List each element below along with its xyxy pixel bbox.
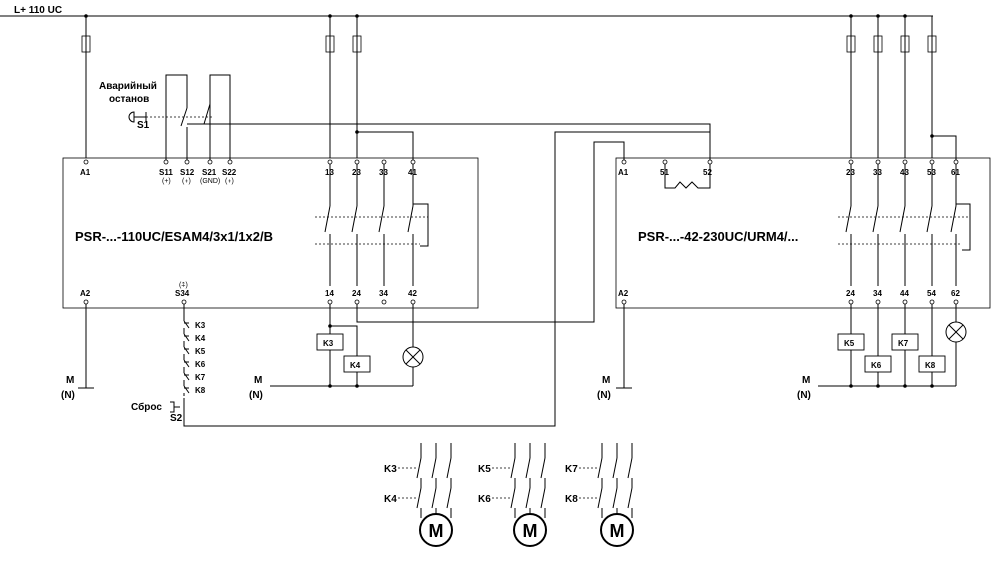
chain-contact-k8: K8 — [183, 383, 206, 396]
chain-contact-k4: K4 — [183, 331, 206, 344]
ground-2-n: (N) — [249, 390, 263, 401]
device1-relay: PSR-...-110UC/ESAM4/3x1/1x2/B A1 S11 S12… — [62, 157, 479, 309]
chain-label-k5: K5 — [195, 347, 206, 356]
d1-sub-s21: (GND) — [200, 178, 220, 185]
d1-term-a2: A2 — [80, 289, 91, 298]
d1-outputs: K3 K4 — [270, 304, 424, 388]
estop-s1: Аварийный останов S1 — [99, 74, 231, 160]
supply-label: L+ 110 UC — [14, 5, 62, 16]
chain-contact-k3: K3 — [183, 318, 206, 331]
d1-term-s11: S11 — [159, 168, 173, 177]
motor-2-symbol — [513, 513, 547, 547]
d2-term-a1: A1 — [618, 168, 629, 177]
motor-3-lower-label: K8 — [565, 494, 578, 505]
motor-3-upper-label: K7 — [565, 464, 578, 475]
wire-53-61 — [932, 135, 957, 160]
d2-term-a2: A2 — [618, 289, 629, 298]
chain-label-k3: K3 — [195, 321, 206, 330]
motor-3-letter: M — [610, 521, 625, 541]
d1-term-14: 14 — [325, 289, 334, 298]
d1-term-s34: S34 — [175, 289, 190, 298]
d2-contacts — [838, 164, 971, 286]
chain-contact-k7: K7 — [183, 370, 206, 383]
grounds: M (N) M (N) M (N) M (N) — [61, 304, 811, 401]
motor-1-letter: M — [429, 521, 444, 541]
reset-label: Сброс — [131, 401, 162, 413]
chain-label-k4: K4 — [195, 334, 206, 343]
wire-reset-return — [183, 131, 710, 427]
d2-outputs: K5 K6 K7 K8 — [818, 304, 967, 388]
coil-k3-label: K3 — [323, 339, 334, 348]
ground-3-n: (N) — [597, 390, 611, 401]
coil-k4-label: K4 — [350, 361, 361, 370]
device2-relay: PSR-...-42-230UC/URM4/... A1 51 52 23 33… — [615, 157, 991, 309]
d1-sub-s11: (+) — [162, 178, 171, 185]
chain-label-k6: K6 — [195, 360, 206, 369]
chain-contact-k5: K5 — [183, 344, 206, 357]
d1-term-24: 24 — [352, 289, 361, 298]
reset-name: S2 — [170, 413, 183, 424]
estop-label-1: Аварийный — [99, 81, 157, 92]
d1-term-s22: S22 — [222, 168, 237, 177]
device1-name: PSR-...-110UC/ESAM4/3x1/1x2/B — [75, 229, 273, 244]
wire-s12-to-52 — [187, 123, 711, 160]
motor-2-upper-label: K5 — [478, 464, 491, 475]
d2-term-62: 62 — [951, 289, 960, 298]
ground-2-m: M — [254, 375, 262, 386]
coil-k7-label: K7 — [898, 339, 909, 348]
coil-k6-label: K6 — [871, 361, 882, 370]
d1-term-42: 42 — [408, 289, 417, 298]
d1-term-34: 34 — [379, 289, 388, 298]
chain-label-k8: K8 — [195, 386, 206, 395]
supply-line: L+ 110 UC — [0, 5, 937, 53]
d1-contacts — [315, 164, 429, 286]
motor-3-symbol — [600, 513, 634, 547]
motor-2-letter: M — [523, 521, 538, 541]
wire-24-to-a1 — [356, 141, 625, 323]
ground-4-n: (N) — [797, 390, 811, 401]
motor-1-lower-label: K4 — [384, 494, 397, 505]
d1-sub-s22: (⍖) — [225, 178, 234, 185]
motor-1-upper-label: K3 — [384, 464, 397, 475]
d2-term-44: 44 — [900, 289, 909, 298]
motor-2-lower-label: K6 — [478, 494, 491, 505]
device2-name: PSR-...-42-230UC/URM4/... — [638, 229, 798, 244]
d2-term-54: 54 — [927, 289, 936, 298]
ground-4-m: M — [802, 375, 810, 386]
coil-k5-label: K5 — [844, 339, 855, 348]
coil-k8-label: K8 — [925, 361, 936, 370]
motor-1-symbol — [419, 513, 453, 547]
chain-label-k7: K7 — [195, 373, 206, 382]
d2-term-24: 24 — [846, 289, 855, 298]
estop-label-2: останов — [109, 94, 149, 105]
d1-term-s12: S12 — [180, 168, 195, 177]
estop-name: S1 — [137, 120, 150, 131]
d1-term-a1: A1 — [80, 168, 91, 177]
chain-contact-k6: K6 — [183, 357, 206, 370]
d2-term-52: 52 — [703, 168, 712, 177]
d1-term-s21: S21 — [202, 168, 217, 177]
ground-3-m: M — [602, 375, 610, 386]
d1-sub-s12: (⍖) — [182, 178, 191, 185]
wire-23-41 — [357, 131, 414, 160]
ground-1-m: M — [66, 375, 74, 386]
d2-term-34: 34 — [873, 289, 882, 298]
ground-1-n: (N) — [61, 390, 75, 401]
d1-sub-s34: (⍏) — [179, 281, 188, 289]
